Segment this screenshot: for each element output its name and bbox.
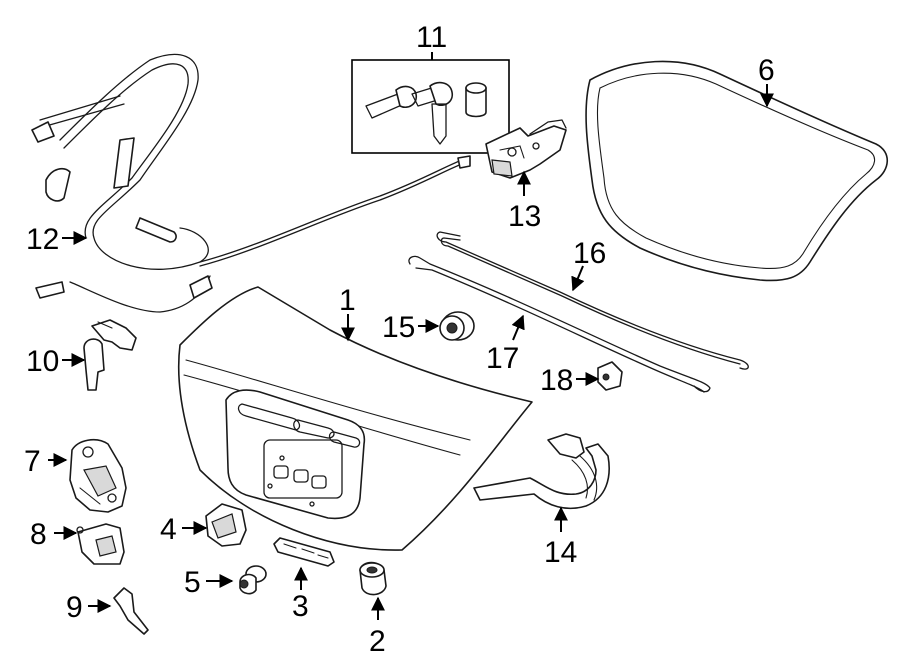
callout-17: 17 <box>486 314 525 375</box>
callout-3: 3 <box>292 566 309 623</box>
release-cable[interactable] <box>31 53 471 313</box>
lid-bumper[interactable] <box>239 565 267 595</box>
latch-switch[interactable] <box>76 523 125 565</box>
callout-12: 12 <box>26 223 88 256</box>
callout-16: 16 <box>571 237 606 292</box>
svg-text:6: 6 <box>758 54 775 87</box>
callout-15: 15 <box>382 311 440 344</box>
svg-text:13: 13 <box>508 200 541 233</box>
svg-text:10: 10 <box>26 345 59 378</box>
svg-text:8: 8 <box>30 518 47 551</box>
svg-text:9: 9 <box>66 591 83 624</box>
trunk-lid[interactable] <box>177 286 533 551</box>
grommet[interactable] <box>439 311 475 341</box>
callout-18: 18 <box>540 364 600 397</box>
svg-text:17: 17 <box>486 342 519 375</box>
callout-6: 6 <box>758 54 775 108</box>
callout-1: 1 <box>339 284 356 342</box>
trunk-latch[interactable] <box>485 119 567 179</box>
trunk-hinge[interactable] <box>473 433 610 510</box>
svg-text:14: 14 <box>544 536 577 569</box>
mounting-bracket[interactable] <box>113 587 149 635</box>
svg-text:18: 18 <box>540 364 573 397</box>
svg-text:12: 12 <box>26 223 59 256</box>
svg-text:16: 16 <box>573 237 606 270</box>
license-garnish[interactable] <box>273 537 335 567</box>
svg-text:2: 2 <box>369 625 386 658</box>
lock-assembly[interactable] <box>69 438 127 513</box>
callout-4: 4 <box>160 513 208 546</box>
support-rod-upper[interactable] <box>436 231 749 370</box>
svg-text:11: 11 <box>416 21 447 54</box>
rod-clip[interactable] <box>597 361 623 391</box>
callout-9: 9 <box>66 591 112 624</box>
callout-13: 13 <box>508 170 541 233</box>
callout-11: 11 <box>416 21 447 60</box>
callout-8: 8 <box>30 518 78 551</box>
garnish-clip[interactable] <box>205 503 247 547</box>
svg-text:7: 7 <box>24 445 41 478</box>
stop-bumper[interactable] <box>359 561 387 596</box>
svg-text:4: 4 <box>160 513 177 546</box>
callout-10: 10 <box>26 345 86 378</box>
svg-text:1: 1 <box>339 284 356 317</box>
callout-2: 2 <box>369 596 386 658</box>
weatherstrip-seal[interactable] <box>585 60 889 282</box>
callout-14: 14 <box>544 506 577 569</box>
svg-text:5: 5 <box>184 566 201 599</box>
svg-text:15: 15 <box>382 311 415 344</box>
lock-cylinder-kit[interactable] <box>351 59 510 154</box>
svg-text:3: 3 <box>292 590 309 623</box>
callout-5: 5 <box>184 566 234 599</box>
release-actuator[interactable] <box>83 319 137 391</box>
support-rod-lower[interactable] <box>408 255 711 393</box>
callout-7: 7 <box>24 445 68 478</box>
